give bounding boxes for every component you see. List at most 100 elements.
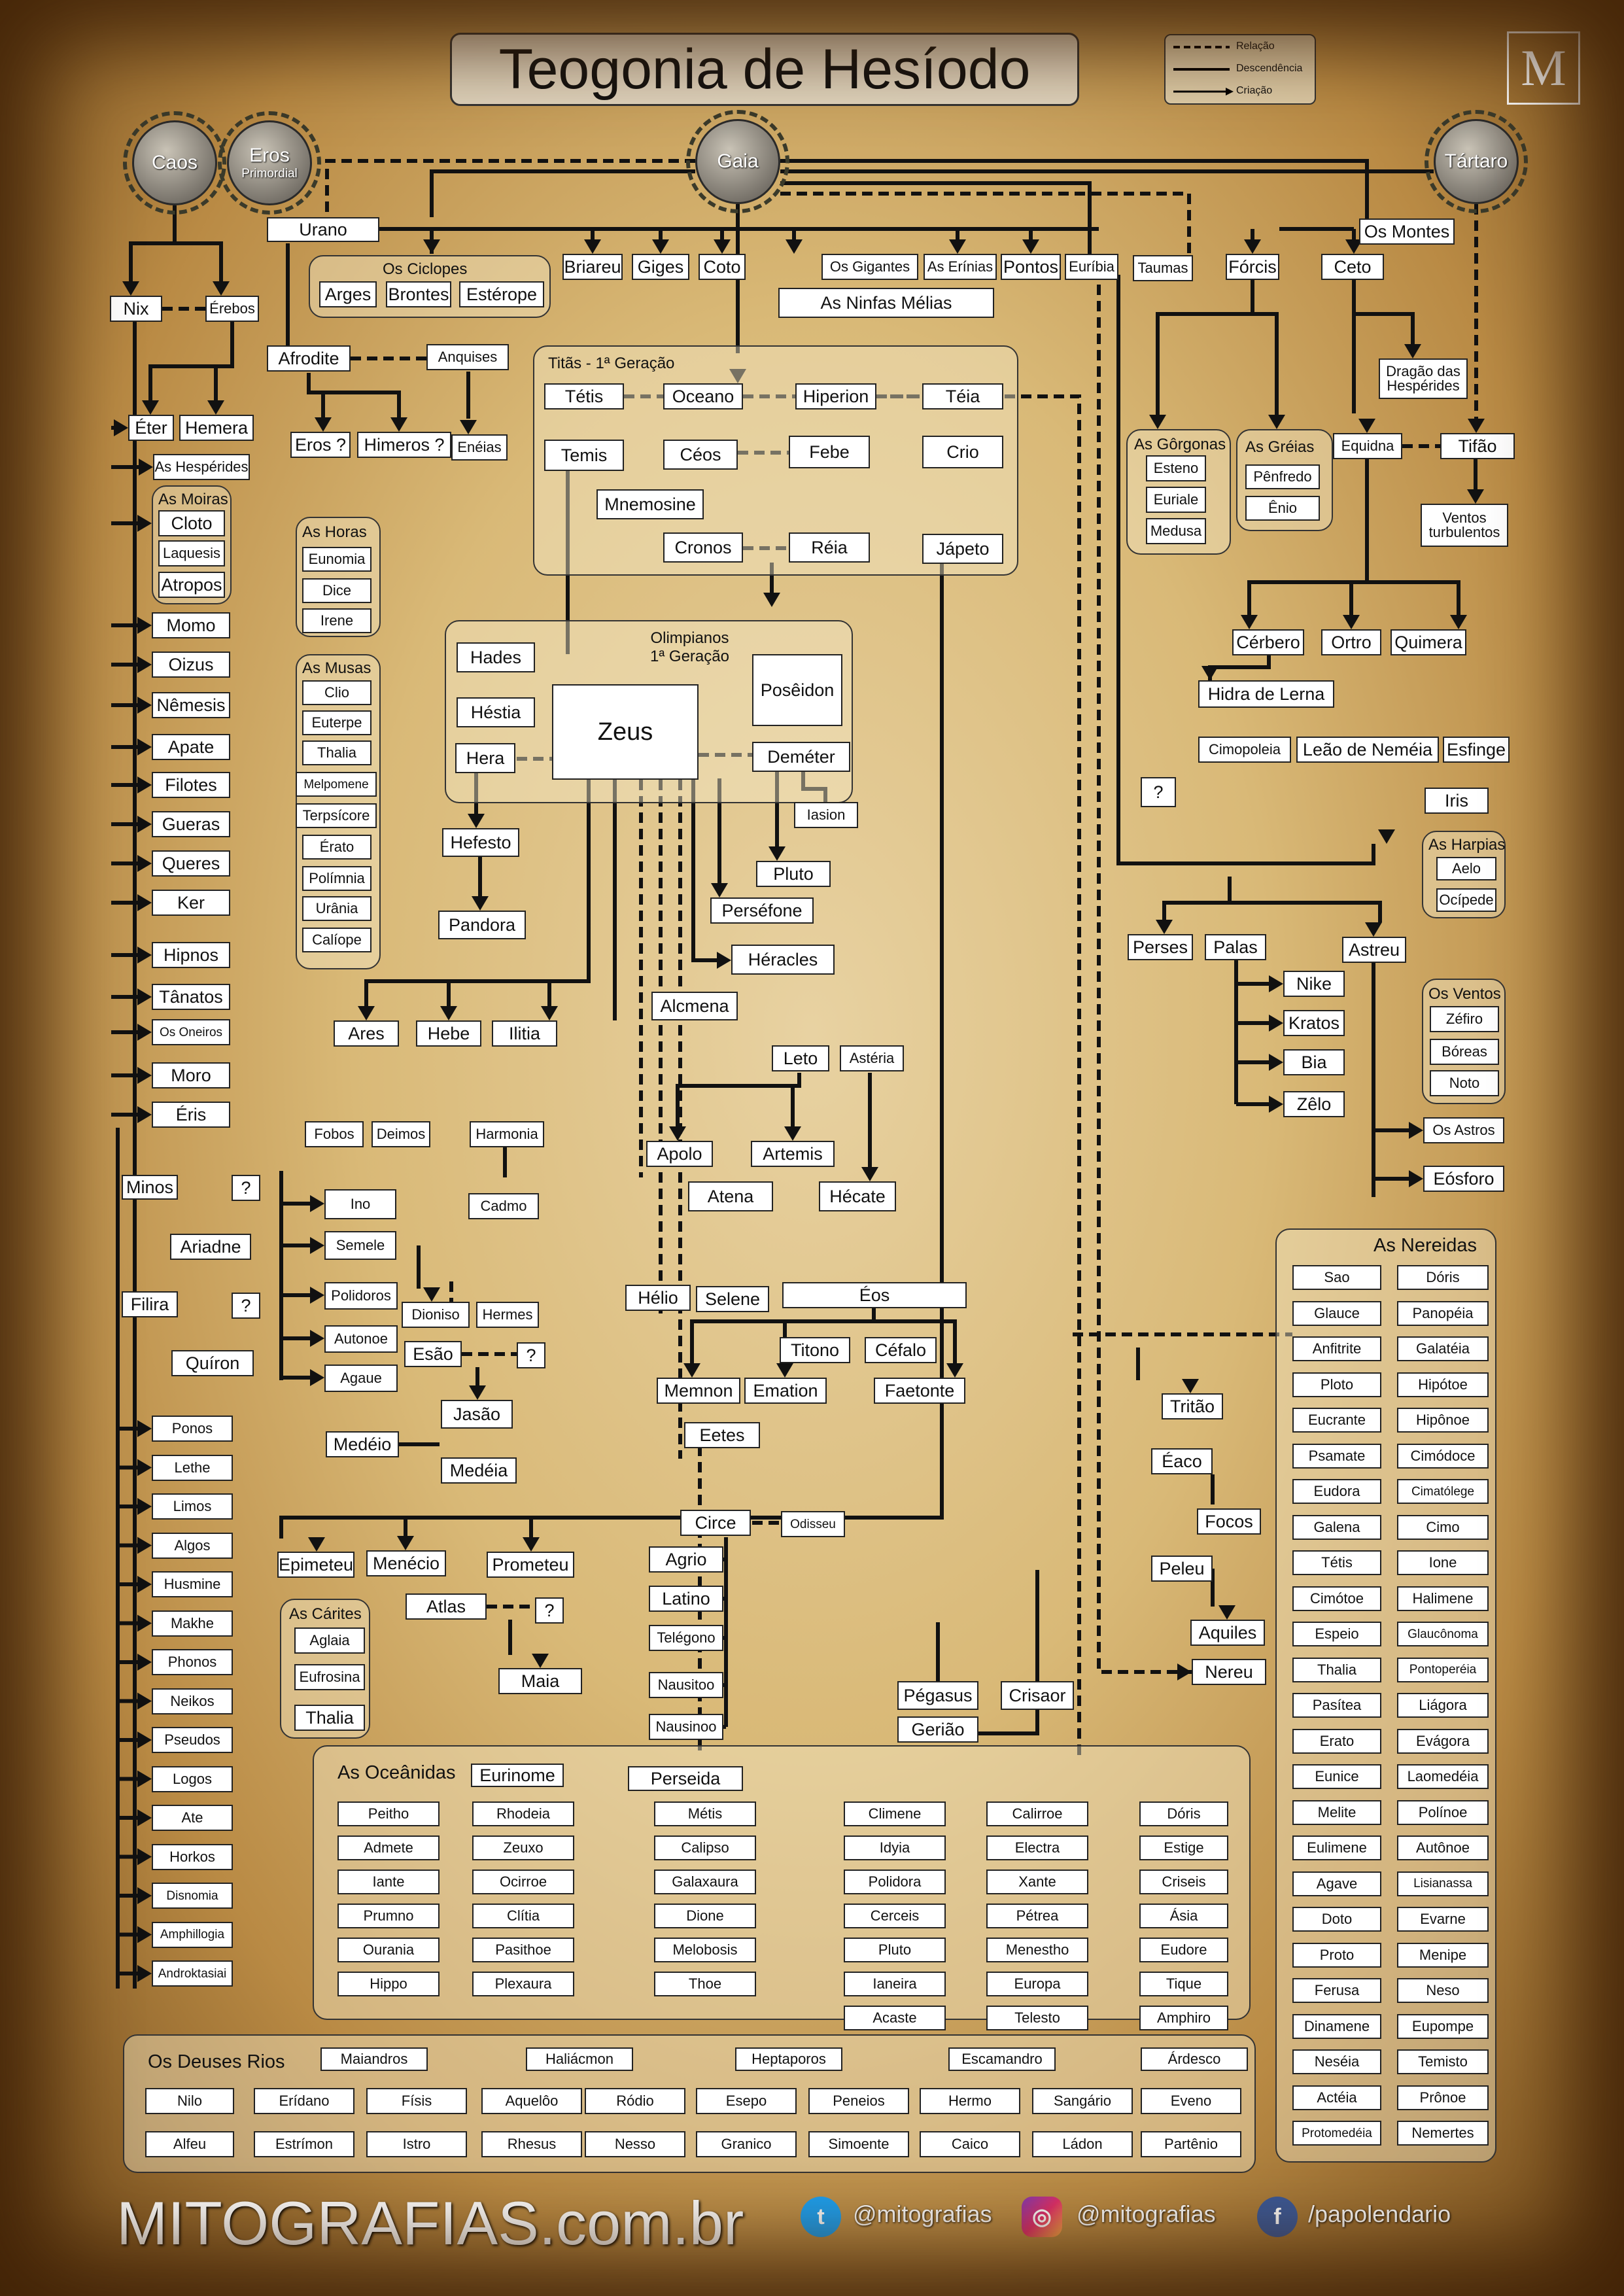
node-nereida: Protomedéia (1292, 2121, 1381, 2146)
node-q3: ? (232, 1293, 260, 1319)
group-label-moiras: As Moiras (158, 491, 228, 508)
node-hermes: Hermes (476, 1302, 539, 1328)
node-nereida: Agave (1292, 1871, 1381, 1896)
node-nereida: Temisto (1397, 2049, 1489, 2074)
node-moro: Moro (152, 1062, 230, 1088)
node-japeto: Jápeto (922, 534, 1003, 564)
node-oceanida: Europa (986, 1972, 1088, 1996)
node-thalia-c: Thalia (294, 1705, 365, 1731)
node-ventos-turb: Ventos turbulentos (1421, 504, 1508, 547)
node-nereida: Dinamene (1292, 2013, 1381, 2039)
node-oceanida: Estige (1139, 1835, 1228, 1860)
node-nereida: Polínoe (1397, 1800, 1489, 1825)
node-eetes: Eetes (684, 1422, 760, 1448)
node-hestia: Héstia (457, 697, 535, 727)
node-apolo: Apolo (646, 1141, 713, 1167)
node-arges: Arges (319, 281, 377, 307)
node-eneias: Enéias (451, 434, 508, 461)
mitografias-logo-icon: M (1507, 31, 1580, 105)
node-cloto: Cloto (158, 510, 225, 536)
node-penfredo: Pênfredo (1245, 464, 1320, 489)
node-noto: Noto (1430, 1070, 1499, 1096)
node-oceanida: Thoe (654, 1972, 756, 1996)
facebook-handle[interactable]: /papolendario (1308, 2200, 1451, 2227)
group-label-carites: As Cárites (289, 1605, 362, 1623)
node-briareu: Briareu (562, 254, 623, 280)
twitter-handle[interactable]: @mitografias (853, 2200, 992, 2227)
node-hades: Hades (457, 642, 535, 672)
node-caos: Caos (132, 120, 217, 205)
node-peleu: Peleu (1151, 1556, 1213, 1582)
node-nereida: Menipe (1397, 1942, 1489, 1968)
node-nereida: Cimótoe (1292, 1586, 1381, 1611)
node-oceanida: Cerceis (844, 1904, 946, 1928)
node-rio: Sangário (1032, 2088, 1133, 2114)
node-oceanida: Climene (844, 1801, 946, 1826)
node-ker: Ker (152, 890, 230, 916)
node-nereida: Eupompe (1397, 2013, 1489, 2039)
node-atropos: Atropos (158, 572, 225, 598)
node-rio: Físis (366, 2088, 467, 2114)
node-aelo: Aelo (1436, 857, 1496, 880)
node-tritao: Tritão (1162, 1393, 1223, 1419)
node-oceanida: Criseis (1139, 1870, 1228, 1894)
node-oceanida: Amphiro (1139, 2006, 1228, 2030)
twitter-icon[interactable]: t (801, 2197, 841, 2237)
node-nereida: Proto (1292, 1942, 1381, 1968)
node-irene: Irene (302, 608, 371, 633)
node-nereida: Tétis (1292, 1550, 1381, 1575)
node-memnon: Memnon (657, 1378, 740, 1404)
node-eos: Éos (782, 1282, 967, 1308)
node-limos: Limos (152, 1493, 233, 1520)
node-minos: Minos (122, 1175, 178, 1200)
node-gaia: Gaia (695, 119, 780, 204)
node-rio: Árdesco (1141, 2047, 1248, 2071)
node-aquiles: Aquiles (1190, 1620, 1265, 1646)
node-q4: ? (517, 1342, 545, 1368)
facebook-icon[interactable]: f (1257, 2197, 1298, 2237)
node-esao: Esão (404, 1341, 462, 1367)
node-ate: Ate (152, 1805, 233, 1831)
node-cimopoleia: Cimopoleia (1198, 737, 1291, 763)
node-tartaro: Tártaro (1434, 119, 1519, 204)
node-cefalo: Céfalo (865, 1337, 937, 1363)
node-oceanida: Electra (986, 1835, 1088, 1860)
node-filira: Filira (122, 1291, 178, 1317)
node-oceanida: Hippo (337, 1972, 440, 1996)
node-nereida: Espeio (1292, 1622, 1381, 1646)
node-nereida: Ione (1397, 1550, 1489, 1575)
site-url[interactable]: MITOGRAFIAS.com.br (116, 2189, 744, 2257)
node-nereida: Cimatólege (1397, 1479, 1489, 1504)
node-ariadne: Ariadne (170, 1234, 251, 1260)
node-nereida: Liágora (1397, 1693, 1489, 1718)
node-rio: Ládon (1032, 2131, 1133, 2157)
node-caliope: Calíope (302, 928, 371, 952)
node-pontos-top: Pontos (1001, 254, 1061, 280)
node-persefone: Perséfone (710, 897, 814, 924)
node-oceanida: Idyia (844, 1835, 946, 1860)
node-nereida: Glauce (1292, 1300, 1381, 1326)
node-deimos: Deimos (371, 1121, 430, 1147)
node-oceanida: Eurinome (471, 1764, 564, 1787)
node-taumas: Taumas (1133, 255, 1193, 281)
node-apate: Apate (152, 734, 230, 760)
node-boreas: Bóreas (1430, 1039, 1499, 1065)
node-leao: Leão de Neméia (1296, 737, 1439, 763)
node-emation: Emation (744, 1378, 827, 1404)
node-iris: Iris (1425, 788, 1489, 814)
group-label-greias: As Gréias (1245, 438, 1315, 456)
node-giges: Giges (632, 254, 689, 280)
node-oceanida: Admete (337, 1835, 440, 1860)
instagram-icon[interactable]: ◎ (1022, 2197, 1062, 2237)
instagram-handle[interactable]: @mitografias (1077, 2200, 1216, 2227)
node-autonoe: Autonoe (324, 1325, 398, 1353)
node-hiperion: Hiperion (795, 383, 876, 409)
node-medeia: Medéia (441, 1457, 517, 1484)
node-rio: Partênio (1141, 2131, 1241, 2157)
node-rio: Heptaporos (735, 2047, 842, 2071)
node-rio: Esepo (696, 2088, 797, 2114)
node-tanatos: Tânatos (152, 984, 230, 1010)
node-teia: Téia (922, 383, 1003, 409)
node-quimera: Quimera (1391, 629, 1466, 655)
node-poseidon: Posêidon (752, 654, 842, 726)
